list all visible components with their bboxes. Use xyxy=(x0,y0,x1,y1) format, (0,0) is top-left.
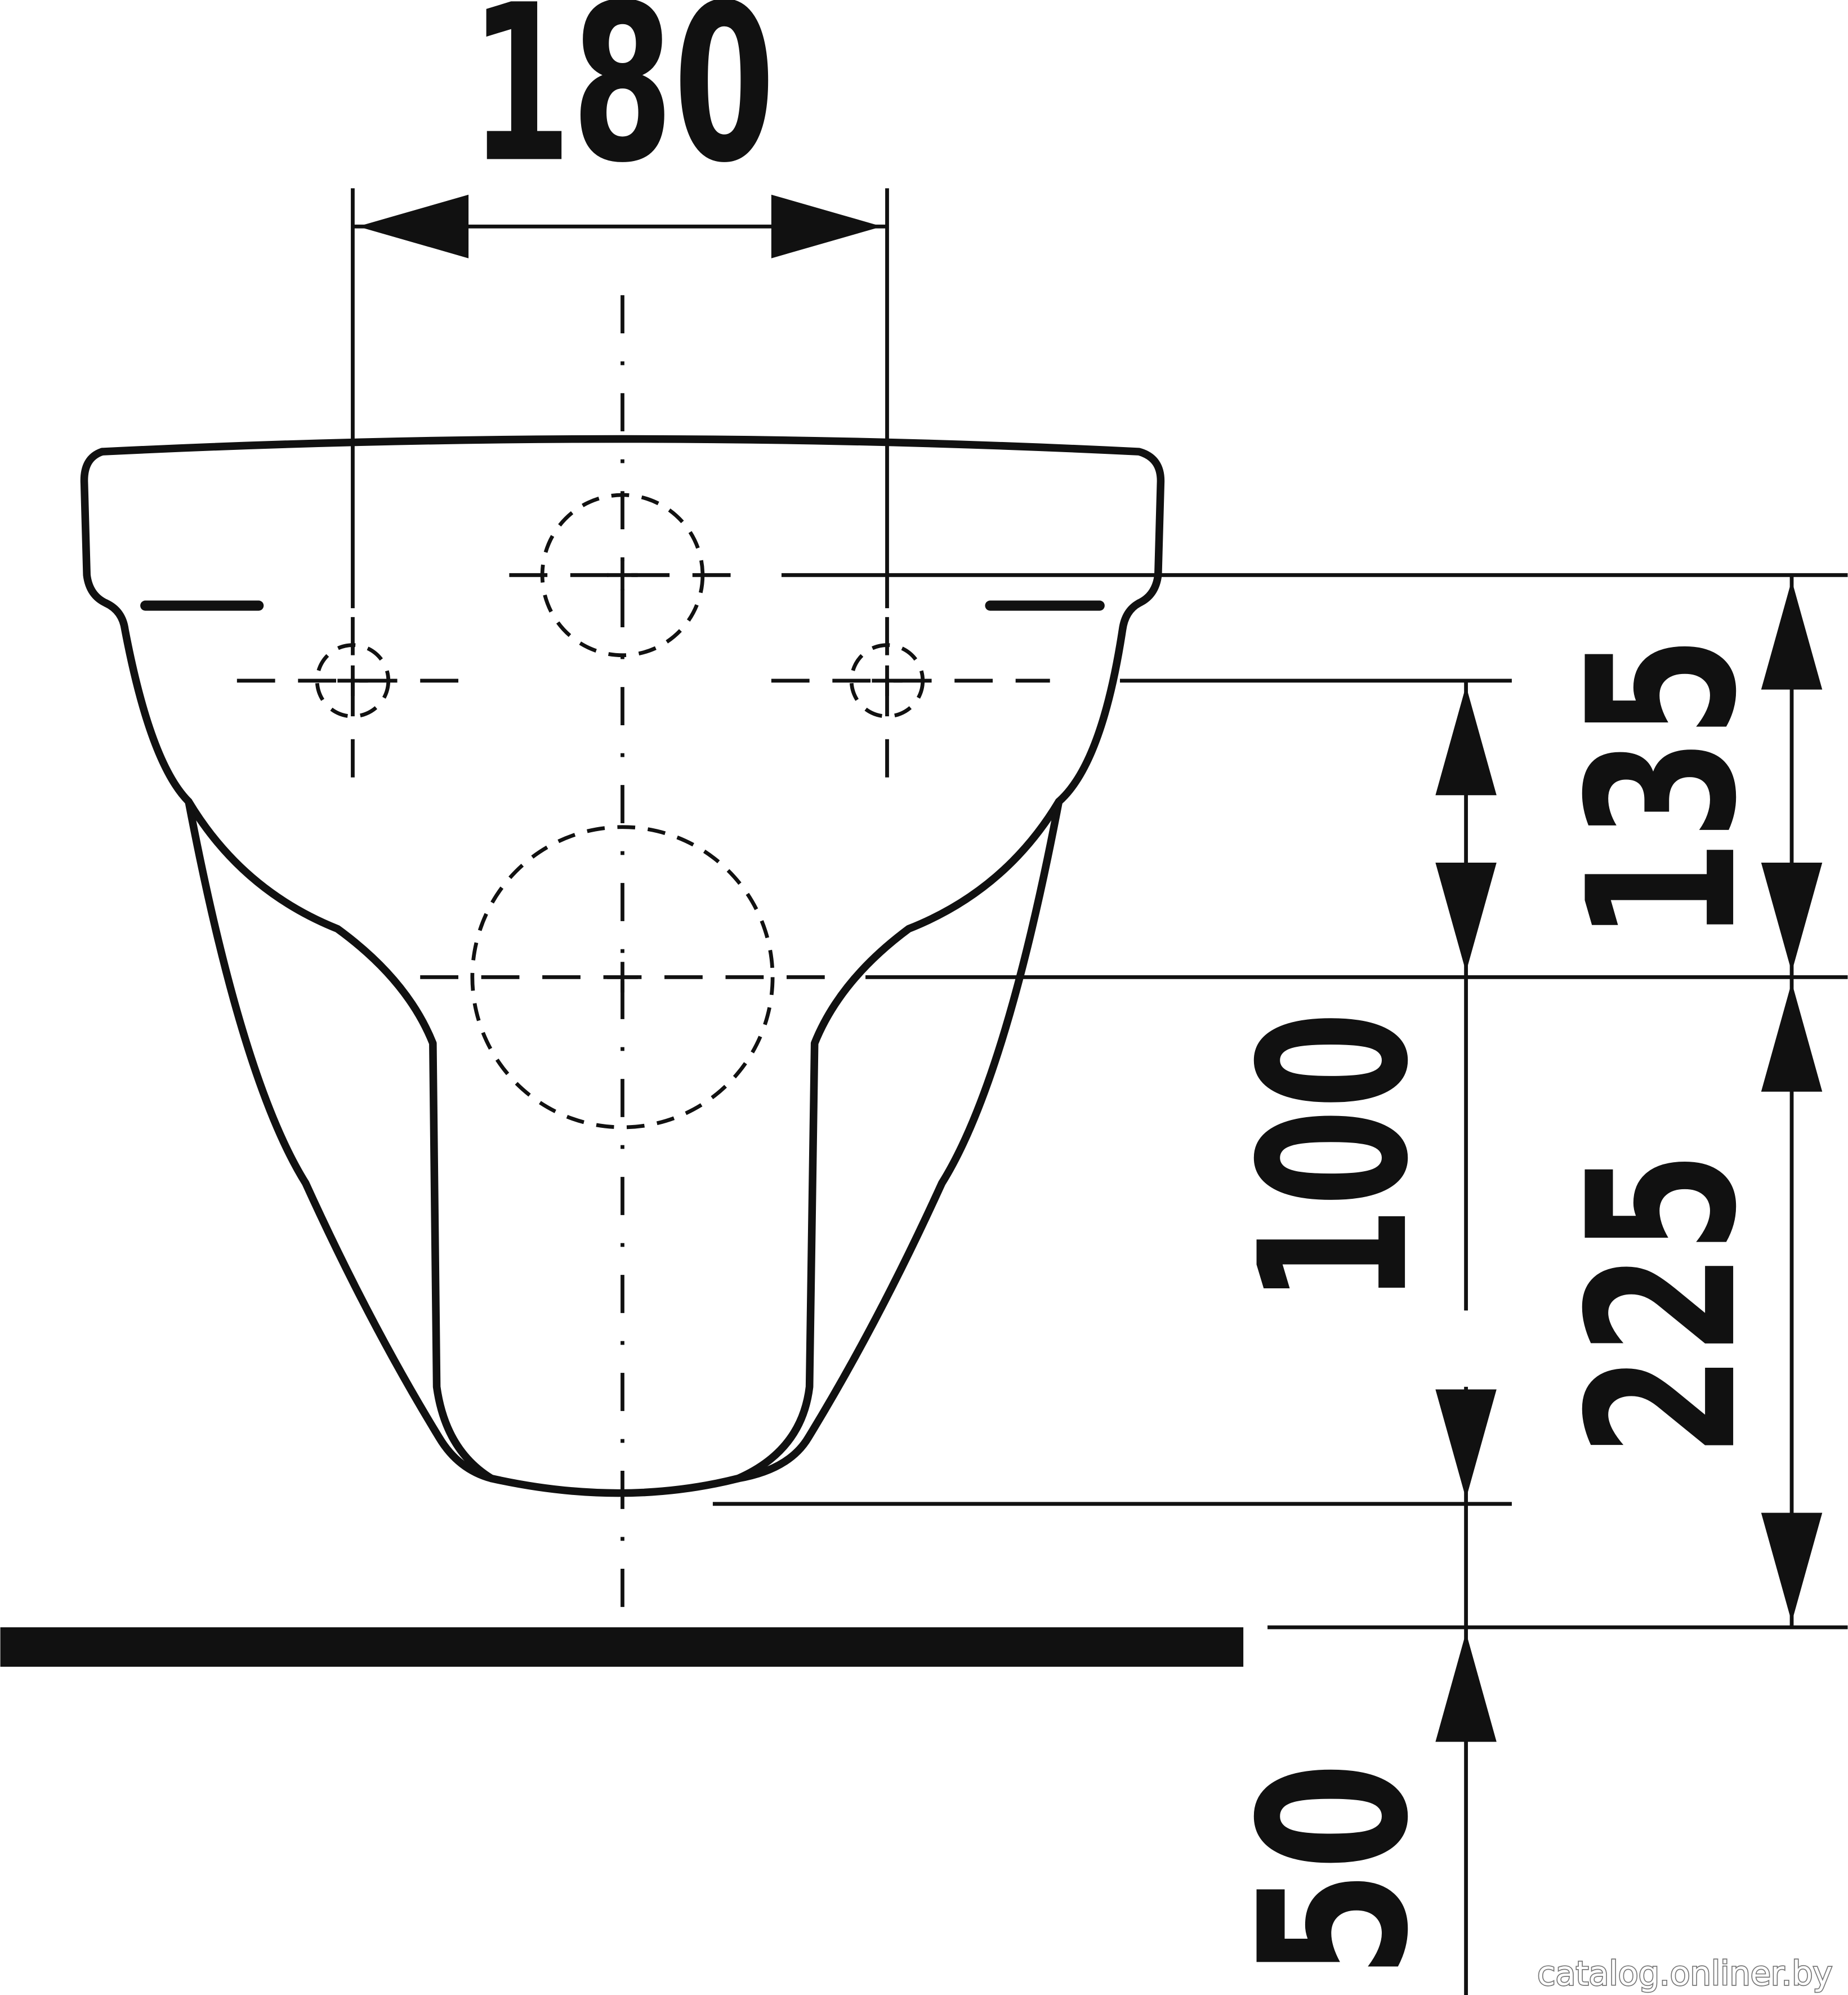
width-dimension xyxy=(351,188,889,609)
center-plus-marks xyxy=(337,560,903,993)
lower-vertical-label: 225 xyxy=(1545,1152,1782,1457)
extension-lines xyxy=(712,573,1848,1630)
outer-dimension-chain xyxy=(1761,575,1823,1627)
hidden-features xyxy=(315,493,925,1130)
arrow-floor-top xyxy=(1435,1389,1497,1499)
floor-line xyxy=(0,1627,1244,1667)
bowl-outline xyxy=(80,435,1165,1497)
width-arrow-right xyxy=(771,194,882,258)
upper-vertical-label: 135 xyxy=(1545,636,1782,941)
watermark-text: catalog.onliner.by xyxy=(1537,1954,1832,1993)
middle-vertical-label: 100 xyxy=(1216,1011,1453,1304)
outlet-circle xyxy=(470,825,775,1130)
inner-dimension-chain xyxy=(1435,680,1497,1995)
arrow-100-top xyxy=(1435,685,1497,796)
width-dimension-label: 180 xyxy=(470,0,775,210)
floor-gap-label: 50 xyxy=(1216,1762,1453,1978)
width-arrow-left xyxy=(358,194,469,258)
arrow-135-top xyxy=(1761,580,1823,690)
arrow-floor-bottom xyxy=(1435,1632,1497,1742)
arrow-225-top xyxy=(1761,982,1823,1092)
arrow-100-bottom xyxy=(1435,862,1497,972)
arrow-135-bottom xyxy=(1761,862,1823,972)
arrow-225-bottom xyxy=(1761,1512,1823,1622)
